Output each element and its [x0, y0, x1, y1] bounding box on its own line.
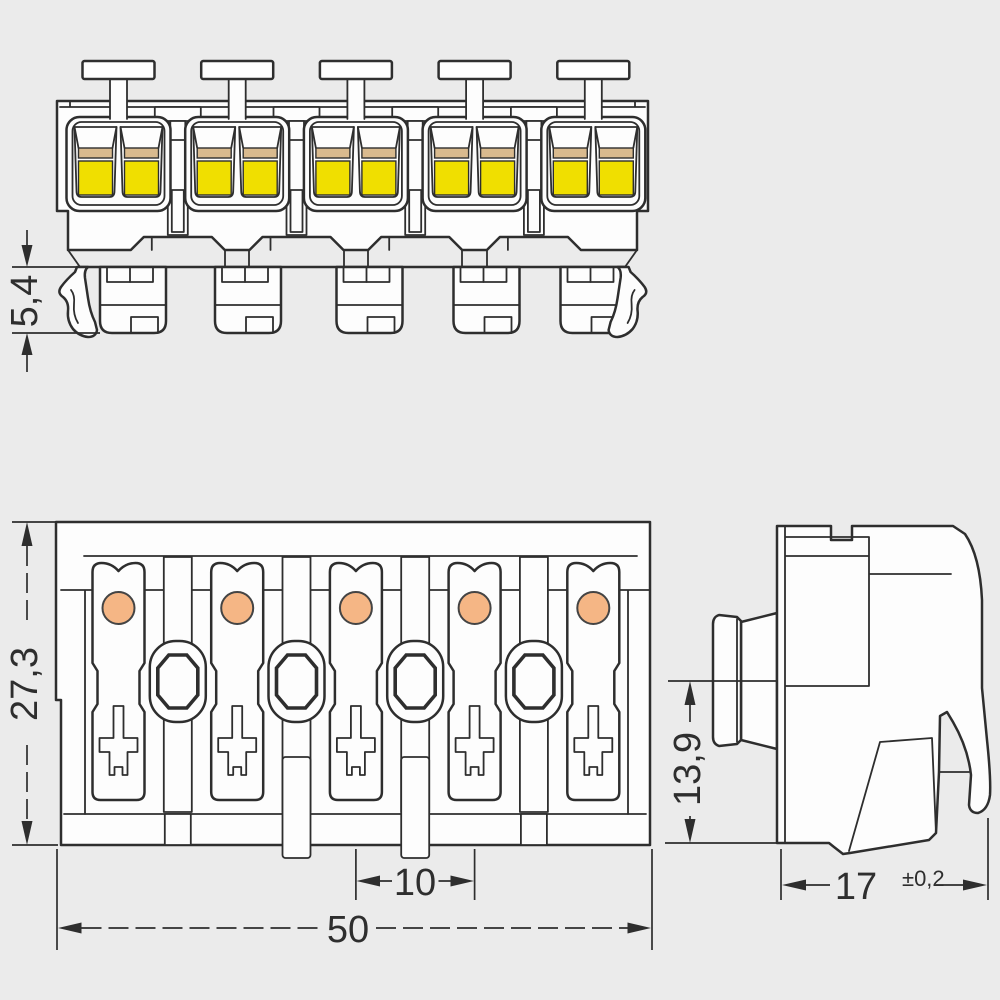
- dim-label-17: 17: [835, 866, 877, 908]
- dim-label-10: 10: [394, 862, 436, 904]
- dim-label-tolerance: ±0,2: [902, 866, 945, 891]
- bottom-tab: [520, 813, 548, 846]
- dimension-side-height: 13,9: [665, 680, 777, 844]
- side-view: 13,9 17 ±0,2: [665, 524, 992, 908]
- dimension-depth: 17 ±0,2: [780, 818, 989, 908]
- dimension-plan-height: 27,3: [4, 521, 58, 846]
- dim-label-50: 50: [327, 909, 369, 951]
- side-body: [775, 524, 992, 856]
- dimension-overall-width: 50: [56, 849, 653, 951]
- bottom-latch-tab: [400, 756, 431, 859]
- dimension-pole-pitch: 10: [355, 849, 476, 904]
- dim-label-27-3: 27,3: [4, 647, 46, 721]
- dimension-clamping-range: 5,4: [4, 230, 100, 372]
- dim-label-13-9: 13,9: [667, 732, 709, 806]
- bottom-latch-tab: [281, 756, 312, 859]
- plan-view: 27,3 10 50: [4, 520, 653, 951]
- bottom-tab: [163, 813, 192, 846]
- dim-label-5-4: 5,4: [4, 275, 46, 328]
- front-view: 5,4: [4, 59, 650, 372]
